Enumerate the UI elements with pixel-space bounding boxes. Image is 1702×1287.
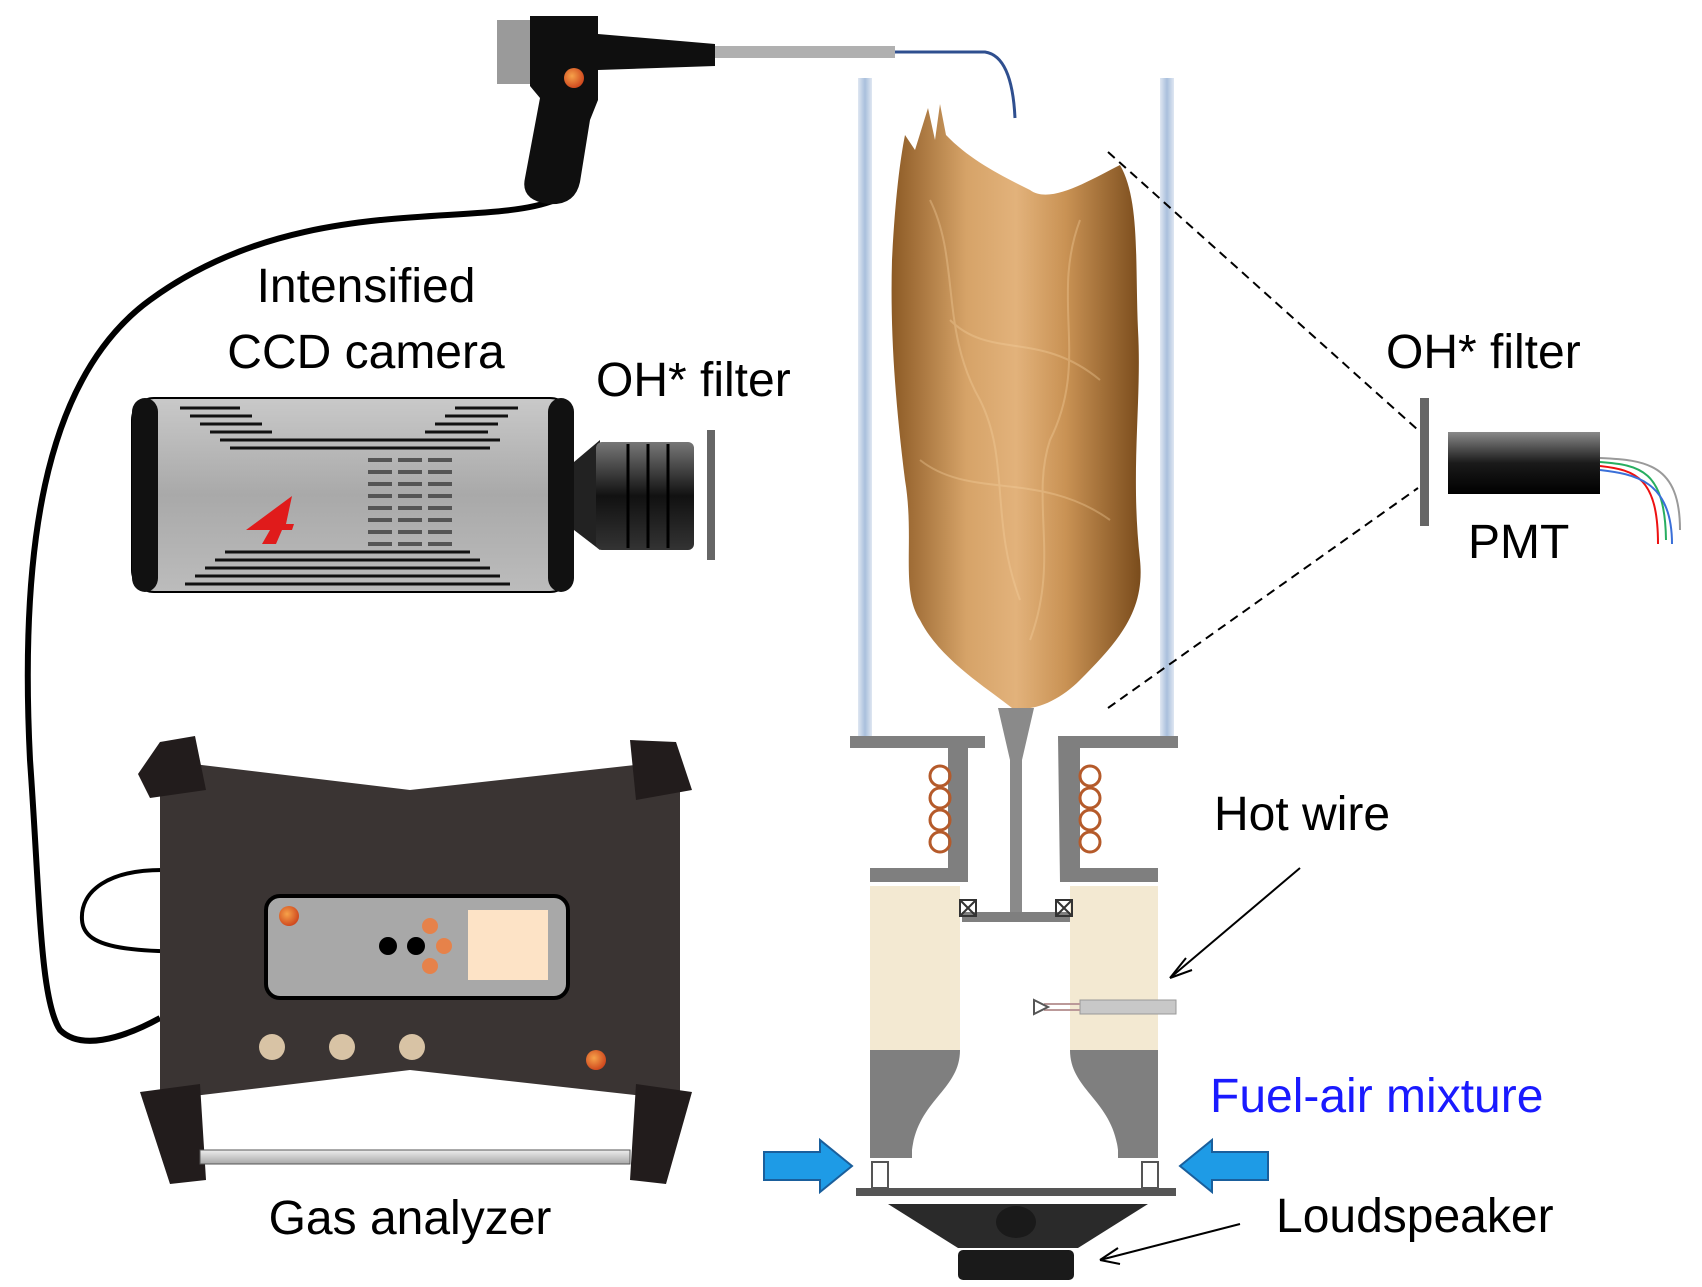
camera-vent-stripes	[180, 406, 518, 586]
base-plate	[856, 1188, 1176, 1196]
settling-chamber-left	[870, 886, 960, 1050]
camera-end-cap-left	[132, 398, 158, 592]
label-loudspeaker: Loudspeaker	[1276, 1190, 1554, 1243]
analyzer-handle	[199, 1149, 631, 1165]
analyzer-knob-1	[259, 1034, 285, 1060]
analyzer-dpad-right	[436, 938, 452, 954]
ccd-camera	[131, 397, 715, 593]
flame-texture	[919, 199, 1111, 641]
camera-end-cap-right	[548, 398, 574, 592]
label-camera-line1: Intensified	[257, 260, 476, 313]
center-body	[998, 708, 1034, 918]
label-camera-filter: OH* filter	[596, 354, 791, 407]
probe-gun-body	[524, 16, 715, 205]
label-pmt: PMT	[1468, 516, 1569, 569]
label-camera-line2: CCD camera	[227, 326, 505, 379]
swirler-coil-right	[1078, 764, 1102, 854]
probe-tube	[715, 46, 895, 58]
pmt-body	[1448, 432, 1600, 494]
analyzer-corner-br	[630, 1084, 692, 1184]
quartz-wall-left	[858, 78, 872, 740]
seal-left	[959, 899, 977, 917]
camera-lens-mount	[574, 440, 600, 550]
probe-cable	[24, 197, 557, 1044]
field-of-view-line-top	[1107, 151, 1419, 431]
field-of-view-line-bottom	[1107, 487, 1419, 709]
settling-chamber-right	[1070, 886, 1158, 1050]
camera-lens	[596, 442, 694, 550]
gas-sampling-probe	[24, 16, 1017, 1044]
hot-wire-pointer	[1169, 867, 1301, 979]
swirler-coil-left	[928, 764, 952, 854]
loudspeaker	[888, 1204, 1148, 1280]
analyzer-button-black-2	[407, 937, 425, 955]
seal-right	[1055, 899, 1073, 917]
analyzer-button-black-1	[379, 937, 397, 955]
analyzer-panel-led-icon	[279, 906, 299, 926]
analyzer-corner-bl	[140, 1084, 206, 1184]
camera-oh-filter-plate	[707, 430, 715, 560]
analyzer-corner-tl	[138, 736, 206, 798]
label-pmt-filter: OH* filter	[1386, 326, 1581, 379]
analyzer-status-led-icon	[586, 1050, 606, 1070]
flame	[891, 104, 1141, 709]
analyzer-dpad-down	[422, 958, 438, 974]
analyzer-corner-tr	[630, 740, 692, 800]
analyzer-knob-2	[329, 1034, 355, 1060]
label-gas-analyzer: Gas analyzer	[269, 1192, 552, 1245]
dump-plate-left	[850, 736, 985, 882]
probe-tip-line	[895, 50, 1017, 119]
hot-wire-probe	[1033, 998, 1177, 1016]
probe-gun-cap	[497, 20, 535, 84]
analyzer-knob-3	[399, 1034, 425, 1060]
dump-plate-right	[1058, 736, 1178, 882]
pmt-assembly	[1107, 151, 1681, 709]
camera-logo-icon	[246, 496, 294, 544]
bluff-body-base	[962, 912, 1070, 922]
probe-indicator-icon	[564, 68, 584, 88]
pointer-arrows	[1099, 867, 1301, 1265]
nozzle-right	[1070, 1050, 1158, 1158]
inlet-arrow-left-icon	[763, 1137, 854, 1195]
label-fuel-air: Fuel-air mixture	[1210, 1070, 1543, 1123]
loudspeaker-pointer	[1099, 1223, 1241, 1261]
nozzle-left	[870, 1050, 960, 1158]
inlet-arrow-right-icon	[1178, 1137, 1269, 1195]
camera-grille	[368, 458, 452, 546]
pmt-wires	[1599, 457, 1681, 545]
camera-body	[131, 397, 573, 593]
label-hot-wire: Hot wire	[1214, 788, 1390, 841]
combustor	[763, 78, 1269, 1280]
inlet-ring-right	[1141, 1161, 1159, 1189]
pmt-oh-filter-plate	[1420, 398, 1429, 526]
gas-analyzer-unit	[79, 736, 692, 1184]
inlet-ring-left	[871, 1161, 889, 1189]
analyzer-dpad-up	[422, 918, 438, 934]
analyzer-display	[468, 910, 548, 980]
quartz-wall-right	[1160, 78, 1174, 740]
